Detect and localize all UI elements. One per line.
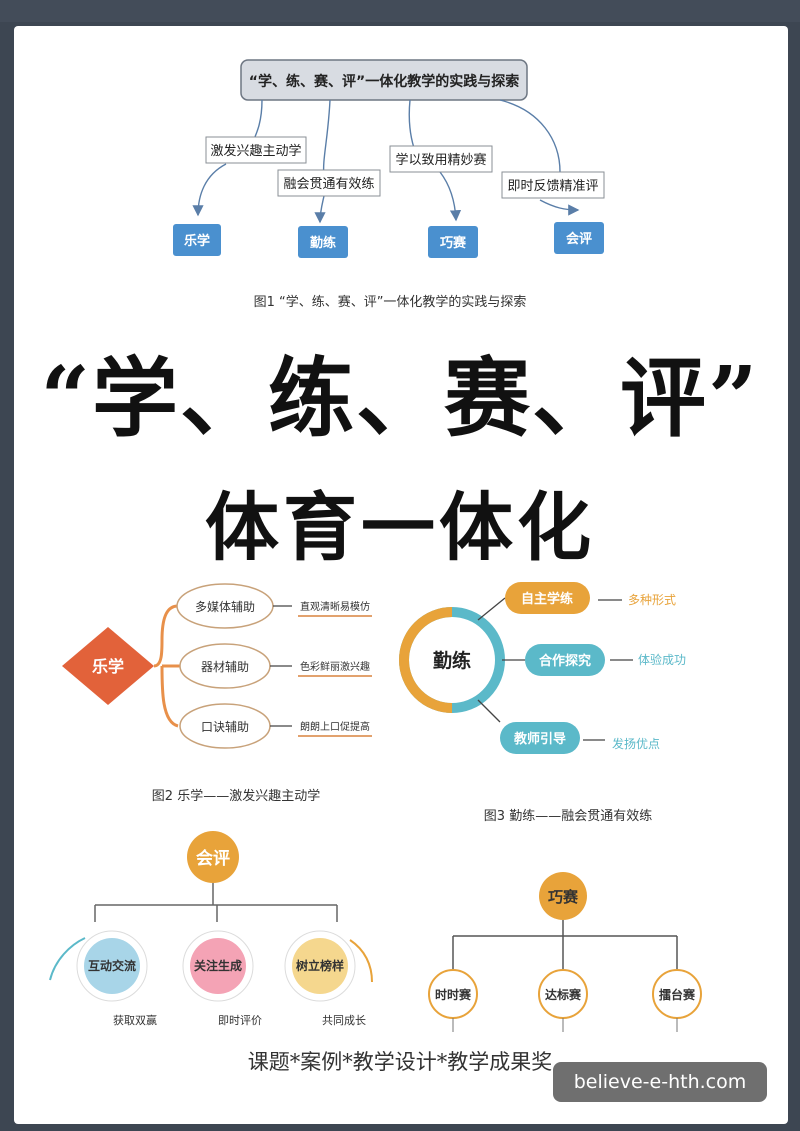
fig1-branch-label: 激发兴趣主动学 [210, 143, 301, 159]
fig3-item-label: 自主学练 [521, 591, 573, 607]
fig3-item-pill [525, 644, 605, 676]
fig4-item-label: 互动交流 [88, 958, 136, 973]
fig4-item-circle [190, 938, 246, 994]
fig4-item-note: 获取双赢 [113, 1013, 157, 1027]
fig2-item-note: 色彩鲜丽激兴趣 [300, 660, 370, 673]
fig1-branch-box [389, 145, 493, 173]
fig3-center-label: 勤练 [433, 649, 471, 672]
fig4-item-circle [292, 938, 348, 994]
fig1-target-label: 会评 [566, 231, 592, 247]
fig2-item-label: 多媒体辅助 [195, 600, 255, 614]
fig4-arc [49, 937, 86, 981]
fig1-target-label: 乐学 [184, 233, 210, 249]
fig1-root-text: “学、练、赛、评”一体化教学的实践与探索 [249, 73, 519, 90]
fig1-branch-box [205, 136, 307, 164]
fig3-item-label: 合作探究 [539, 653, 591, 669]
fig1-arrow [192, 163, 227, 217]
fig2-bracket [153, 604, 182, 728]
watermark-badge: believe-e-hth.com [553, 1062, 767, 1102]
fig4-item-circle [84, 938, 140, 994]
fig3-item-note: 多种形式 [628, 593, 676, 607]
fig2-item-label: 器材辅助 [201, 660, 249, 674]
fig1-branch-box [501, 171, 605, 199]
fig1-root-box [240, 59, 528, 101]
fig2-item-label: 口诀辅助 [201, 720, 249, 734]
figure-1: “学、练、赛、评”一体化教学的实践与探索 激发兴趣主动学 融会贯通有效练 学以致… [173, 59, 605, 310]
fig4-arc [349, 939, 373, 983]
fig1-branch-label: 即时反馈精准评 [507, 179, 598, 194]
fig4-item-note: 共同成长 [322, 1014, 366, 1027]
fig4-root-circle [187, 831, 239, 883]
fig1-branch-label: 融会贯通有效练 [283, 177, 374, 192]
fig2-item-note: 直观清晰易模仿 [300, 600, 370, 613]
fig2-caption: 图2 乐学——激发兴趣主动学 [152, 788, 320, 804]
fig4-item-label: 关注生成 [194, 958, 242, 973]
fig4-item-label: 树立榜样 [296, 958, 344, 973]
fig1-target-box [428, 226, 478, 258]
document-page [14, 26, 788, 1124]
fig5-item-label: 擂台赛 [659, 987, 696, 1002]
fig2-diamond [62, 627, 154, 705]
fig5-root-label: 巧赛 [548, 888, 579, 906]
fig3-ring-orange [399, 607, 453, 713]
fig3-connector [477, 699, 501, 723]
fig3-item-label: 教师引导 [513, 731, 566, 747]
headline-line-1: “学、练、赛、评” [40, 348, 760, 449]
fig3-connector [477, 597, 506, 621]
fig3-caption: 图3 勤练——融会贯通有效练 [484, 809, 652, 824]
top-bar [0, 0, 800, 22]
fig1-target-box [298, 226, 348, 258]
fig1-target-box [173, 224, 221, 256]
footer-text: 课题*案例*教学设计*教学成果奖 [247, 1050, 553, 1074]
fig1-connector [499, 99, 561, 173]
figure-4: 会评 互动交流 获取双赢 关注生成 即时评价 树立榜样 共同成长 [49, 831, 373, 1027]
fig1-branch-label: 学以致用精妙赛 [395, 152, 486, 168]
fig4-item-note: 即时评价 [218, 1014, 262, 1027]
fig1-arrow [539, 199, 580, 216]
fig3-item-pill [500, 722, 580, 754]
headline-line-2: 体育一体化 [205, 485, 595, 571]
fig3-center-circle [412, 620, 492, 700]
fig2-item-note: 朗朗上口促提高 [300, 720, 370, 733]
fig3-item-note: 发扬优点 [612, 736, 660, 751]
fig1-caption: 图1 “学、练、赛、评”一体化教学的实践与探索 [254, 294, 527, 310]
fig1-target-label: 勤练 [310, 235, 336, 251]
fig3-item-note: 体验成功 [638, 652, 686, 667]
fig4-root-label: 会评 [196, 848, 230, 869]
fig1-target-box [554, 222, 604, 254]
fig1-branch-box [277, 169, 381, 197]
fig3-item-pill [505, 582, 590, 614]
fig5-item-label: 达标赛 [545, 987, 582, 1002]
fig1-connector [322, 99, 331, 177]
fig2-center-label: 乐学 [92, 657, 124, 676]
figure-3: 勤练 自主学练 多种形式 合作探究 体验成功 教师引导 发扬优点 图3 勤练——… [399, 582, 686, 824]
fig1-arrow [439, 171, 462, 222]
figure-2: 乐学 多媒体辅助 直观清晰易模仿 器材辅助 色彩鲜丽激兴趣 口诀辅助 朗朗上口促… [62, 583, 372, 804]
figure-5: 巧赛 时时赛 达标赛 擂台赛 [428, 872, 702, 1032]
fig1-connector [408, 99, 415, 149]
fig5-item-label: 时时赛 [435, 987, 472, 1002]
fig5-root-circle [539, 872, 587, 920]
fig1-target-label: 巧赛 [440, 235, 467, 251]
fig1-arrow [314, 195, 326, 224]
